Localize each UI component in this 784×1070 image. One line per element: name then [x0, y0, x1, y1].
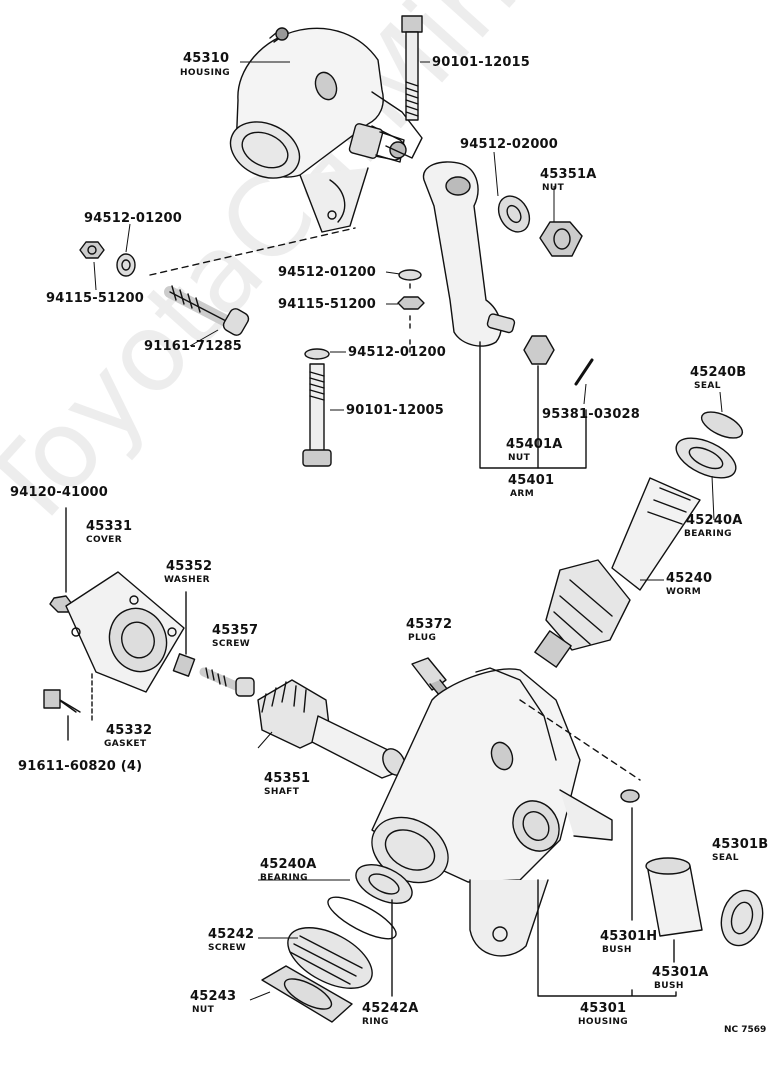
label-45331: 45331	[86, 519, 133, 534]
nut-94115-51200-mid	[397, 296, 425, 310]
label-45332-name: GASKET	[104, 739, 147, 749]
label-45352: 45352	[166, 559, 213, 574]
seal-45240b	[700, 411, 744, 439]
bearing-45240a-lower	[355, 864, 413, 904]
washer-45352	[172, 653, 196, 677]
label-45301a-name: BUSH	[654, 981, 684, 991]
label-45351: 45351	[264, 771, 311, 786]
label-45401: 45401	[508, 473, 555, 488]
label-94512-01200-mid: 94512-01200	[278, 265, 377, 280]
label-45242: 45242	[208, 927, 255, 942]
washer-94512-01200-left	[116, 253, 136, 277]
label-45240b: 45240B	[690, 365, 747, 380]
label-90101-12005: 90101-12005	[346, 403, 445, 418]
label-45242a-name: RING	[362, 1017, 389, 1027]
diagram-code: NC 7569	[724, 1025, 767, 1035]
label-45351-name: SHAFT	[264, 787, 300, 797]
label-45352-name: WASHER	[164, 575, 210, 585]
label-94115-51200-mid: 94115-51200	[278, 297, 377, 312]
label-45242-name: SCREW	[208, 943, 247, 953]
part-45240-worm	[534, 477, 701, 668]
label-45301b-name: SEAL	[712, 853, 739, 863]
label-45401a-name: NUT	[508, 453, 531, 463]
washer-94512-01200-low	[304, 348, 330, 360]
part-45310-housing	[229, 27, 423, 233]
ring-45242a	[327, 896, 397, 940]
washer-94512-02000	[497, 195, 531, 233]
label-45332: 45332	[106, 723, 153, 738]
bolt-91611-60820	[43, 689, 61, 709]
label-45240a-upper-name: BEARING	[684, 529, 732, 539]
label-94512-01200-low: 94512-01200	[348, 345, 447, 360]
label-45301: 45301	[580, 1001, 627, 1016]
nut-45351a	[539, 221, 583, 257]
label-45310-name: HOUSING	[180, 68, 231, 78]
label-45240a-upper: 45240A	[686, 513, 743, 528]
label-45357-name: SCREW	[212, 639, 251, 649]
label-45372: 45372	[406, 617, 453, 632]
label-45301a: 45301A	[652, 965, 709, 980]
label-45351a-name: NUT	[542, 183, 565, 193]
nut-45401a	[523, 335, 555, 365]
part-90101-12005-bolt	[302, 363, 332, 467]
label-94512-02000: 94512-02000	[460, 137, 559, 152]
part-45401-arm	[422, 161, 516, 347]
label-45310: 45310	[183, 51, 230, 66]
part-45351-shaft	[257, 679, 406, 779]
label-91161-71285: 91161-71285	[144, 339, 243, 354]
label-94512-01200-left: 94512-01200	[84, 211, 183, 226]
label-45301h-name: BUSH	[602, 945, 632, 955]
label-45242a: 45242A	[362, 1001, 419, 1016]
label-45301h: 45301H	[600, 929, 658, 944]
label-45351a: 45351A	[540, 167, 597, 182]
part-91161-71285-bolt	[164, 285, 250, 336]
label-45331-name: COVER	[86, 535, 123, 545]
label-90101-12015: 90101-12015	[432, 55, 531, 70]
label-45301-name: HOUSING	[578, 1017, 629, 1027]
label-91611-60820: 91611-60820 (4)	[18, 759, 143, 774]
label-45240: 45240	[666, 571, 713, 586]
label-45357: 45357	[212, 623, 259, 638]
label-45243-name: NUT	[192, 1005, 215, 1015]
seal-45301b	[720, 889, 764, 947]
part-45301-housing	[371, 667, 613, 957]
part-45331-cover	[65, 571, 185, 693]
label-45240a-lower: 45240A	[260, 857, 317, 872]
part-90101-12015-bolt	[401, 15, 423, 121]
label-45243: 45243	[190, 989, 237, 1004]
label-45240b-name: SEAL	[694, 381, 721, 391]
label-94115-51200-left: 94115-51200	[46, 291, 145, 306]
bush-45301a	[645, 857, 703, 937]
label-45240-name: WORM	[666, 587, 702, 597]
screw-45242	[287, 927, 373, 989]
label-45240a-lower-name: BEARING	[260, 873, 308, 883]
label-45401a: 45401A	[506, 437, 563, 452]
nut-94115-51200-left	[79, 241, 105, 259]
screw-45357	[199, 667, 255, 697]
label-94120-41000: 94120-41000	[10, 485, 109, 500]
small-part-near-bush	[620, 789, 640, 803]
washer-94512-01200-mid	[398, 269, 422, 281]
label-45301b: 45301B	[712, 837, 769, 852]
label-45372-name: PLUG	[408, 633, 437, 643]
label-95381-03028: 95381-03028	[542, 407, 641, 422]
nut-45243	[261, 965, 353, 1023]
label-45401-name: ARM	[510, 489, 535, 499]
cotter-pin-95381	[574, 358, 594, 386]
